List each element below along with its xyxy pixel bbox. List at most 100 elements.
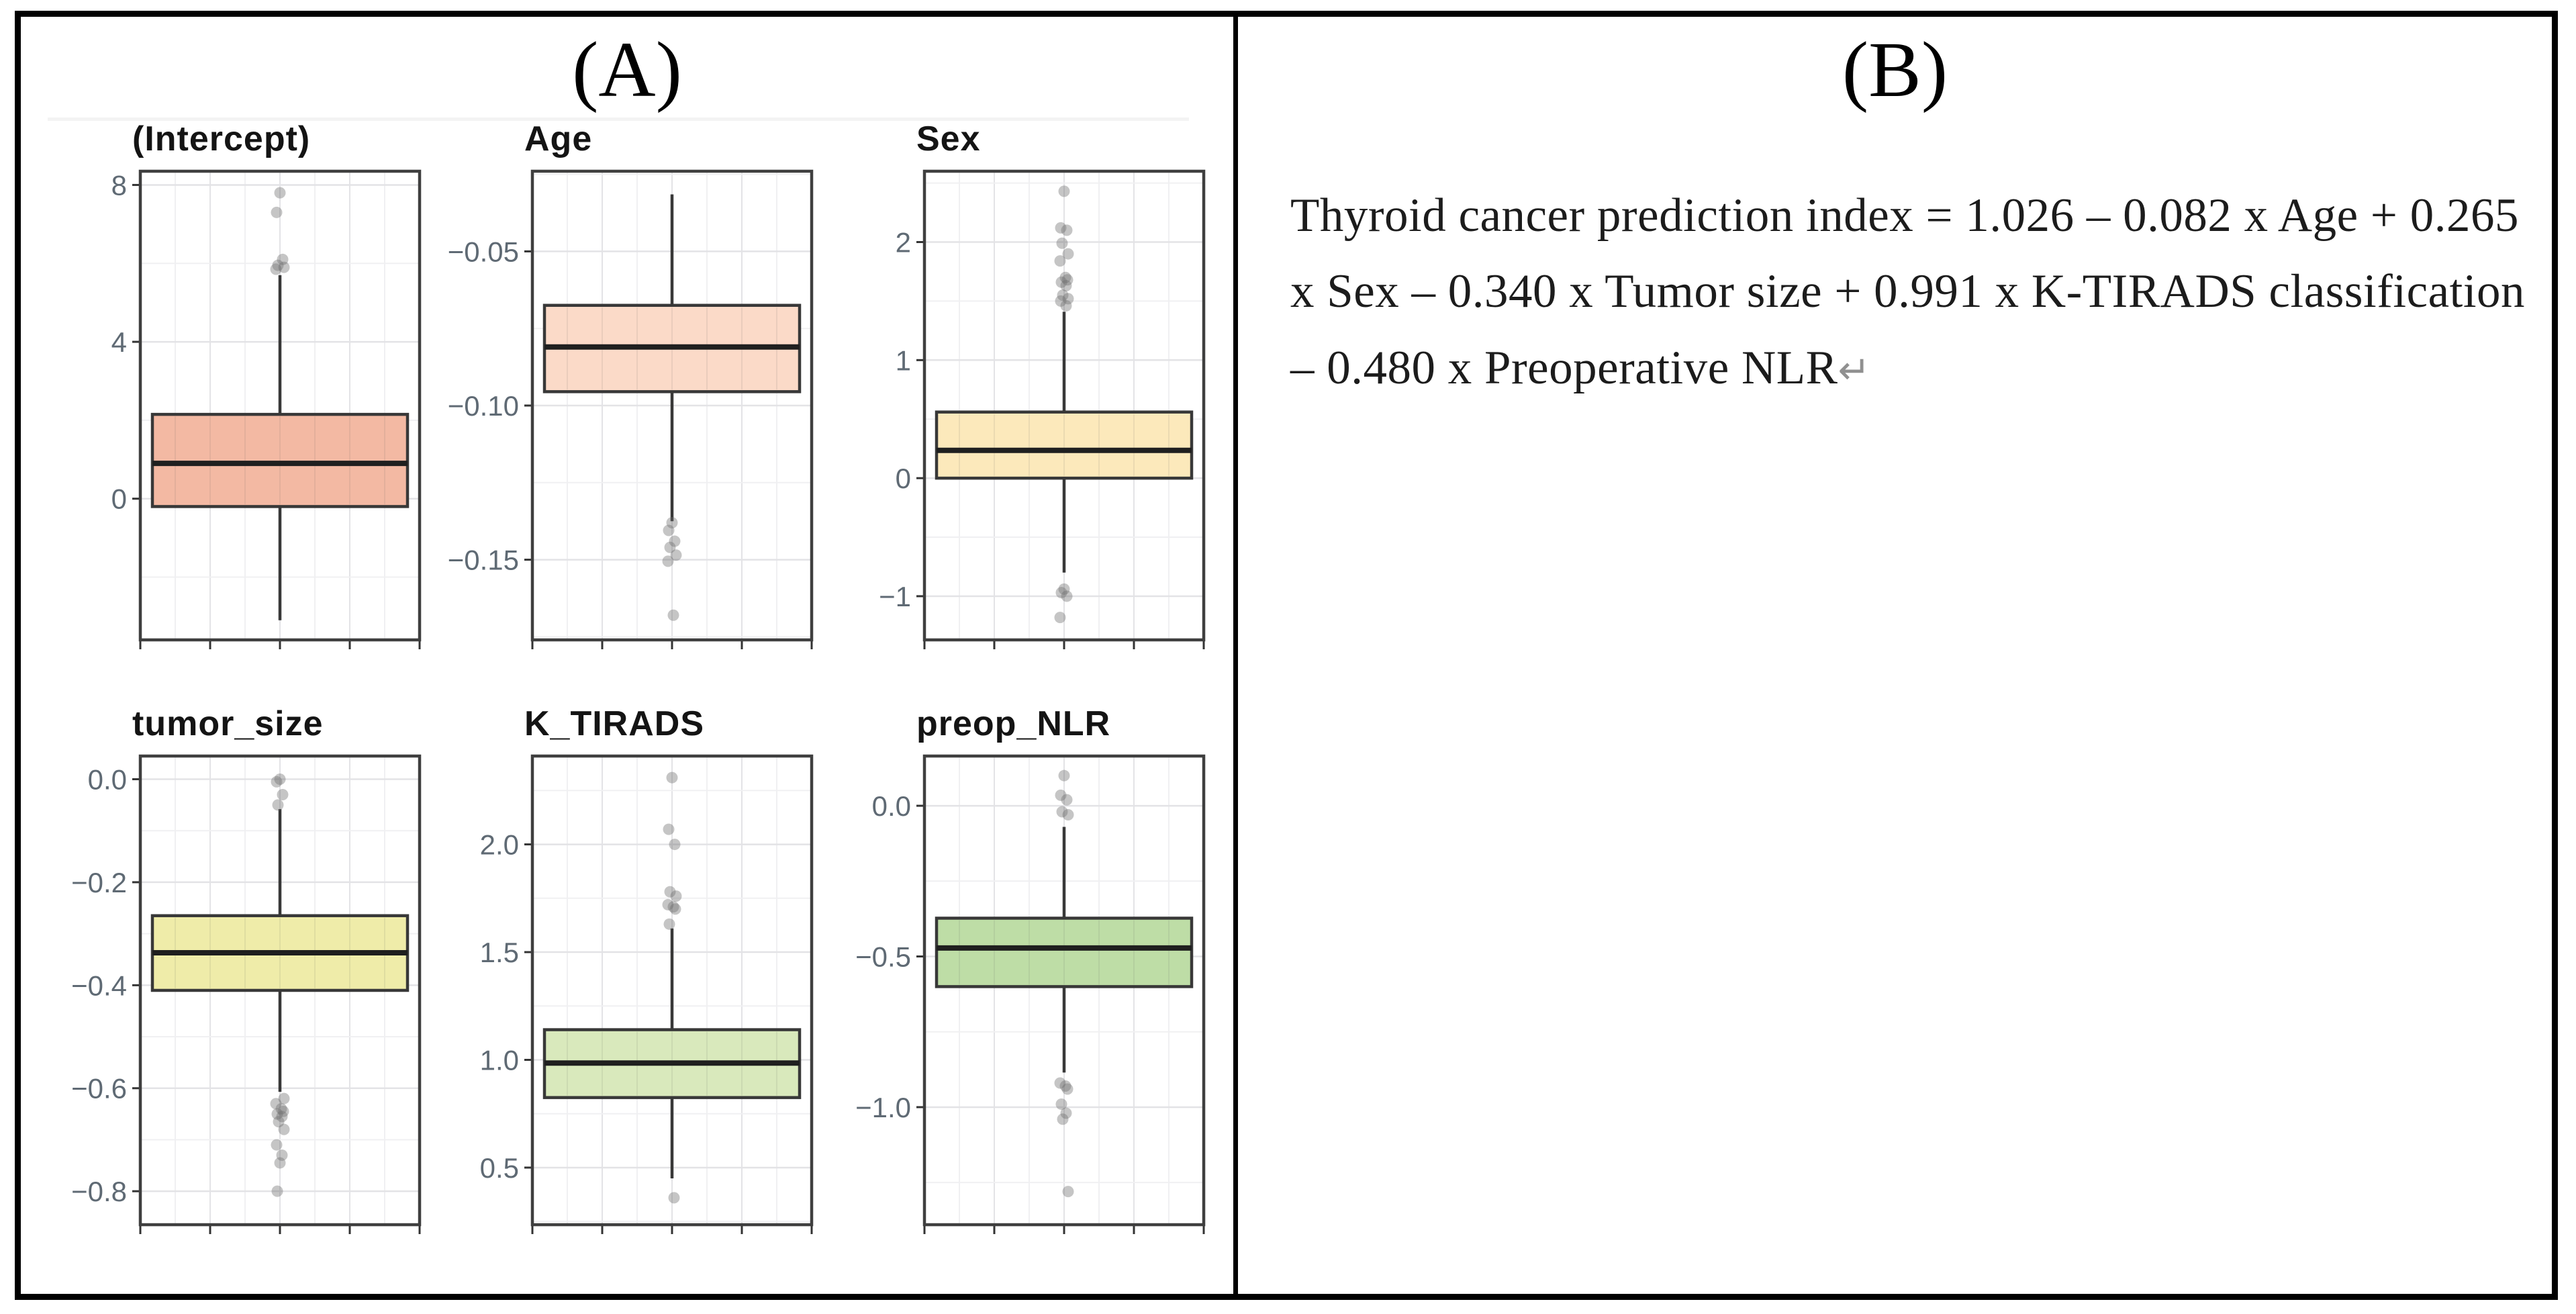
panel-b-label: (B): [1842, 26, 1948, 113]
panel-b: (B) Thyroid cancer prediction index = 1.…: [1238, 17, 2552, 1294]
y-tick-label: 8: [111, 169, 127, 201]
y-tick-label: 0: [111, 483, 127, 515]
outlier-point: [276, 1149, 288, 1161]
outlier-point: [270, 1098, 282, 1110]
boxplot-svg: −0.8−0.6−0.4−0.20.0: [71, 754, 422, 1234]
y-tick-label: −0.15: [448, 544, 519, 575]
outlier-point: [276, 1111, 288, 1123]
y-tick-label: −0.4: [71, 970, 127, 1001]
outlier-point: [1058, 185, 1070, 197]
panel-border: [138, 754, 422, 1227]
outlier-point: [1056, 237, 1068, 249]
outlier-point: [270, 263, 282, 275]
outlier-point: [277, 253, 289, 265]
outlier-point: [271, 1108, 283, 1120]
y-tick-label: −1: [879, 581, 911, 612]
subplot-title: Age: [524, 119, 593, 158]
boxplot-svg: 048: [111, 169, 422, 649]
outlier-point: [271, 1139, 283, 1151]
outlier-point: [277, 1105, 289, 1117]
y-tick-label: −0.5: [855, 941, 911, 972]
outlier-point: [1057, 289, 1069, 301]
outlier-point: [1060, 299, 1072, 312]
outlier-point: [271, 1185, 283, 1197]
outlier-point: [271, 776, 283, 788]
y-tick-label: 1.0: [480, 1044, 519, 1076]
outlier-point: [1060, 1107, 1072, 1119]
outlier-point: [670, 890, 682, 902]
panel-divider: [1233, 17, 1238, 1294]
outlier-point: [272, 259, 284, 271]
panel-border: [530, 754, 814, 1227]
iqr-box: [150, 412, 410, 508]
y-tick-label: −0.05: [448, 236, 519, 267]
outlier-point: [1061, 1083, 1074, 1095]
outlier-point: [669, 903, 681, 915]
outlier-point: [1056, 806, 1068, 818]
outlier-point: [664, 886, 676, 898]
outlier-point: [1055, 586, 1067, 598]
outlier-point: [1059, 271, 1071, 283]
outlier-point: [1055, 1098, 1067, 1110]
outlier-point: [1055, 276, 1067, 288]
outlier-point: [1057, 1113, 1069, 1125]
boxplot-svg: −0.15 −0.10 −0.05: [448, 169, 814, 649]
y-tick-label: −0.2: [71, 867, 127, 898]
outlier-point: [668, 1192, 680, 1204]
outlier-point: [271, 206, 283, 218]
outlier-point: [274, 187, 286, 199]
outlier-point: [273, 1115, 285, 1127]
outlier-point: [1062, 1185, 1074, 1197]
outlier-point: [1062, 293, 1074, 305]
y-tick-label: −0.10: [448, 390, 519, 422]
outlier-point: [666, 516, 678, 528]
boxplot-svg: 0.51.01.52.0: [480, 754, 814, 1234]
outlier-point: [667, 900, 679, 912]
outlier-point: [663, 823, 675, 835]
paragraph-return-icon: ↵: [1838, 346, 1871, 393]
outlier-point: [1058, 583, 1070, 595]
subplot-title: preop_NLR: [916, 704, 1111, 743]
y-tick-label: −1.0: [855, 1092, 911, 1123]
outlier-point: [1060, 279, 1072, 291]
outlier-point: [274, 773, 286, 785]
outlier-point: [274, 1157, 286, 1169]
subplot-title: (Intercept): [132, 119, 311, 158]
outlier-point: [1055, 789, 1067, 801]
panel-border: [138, 169, 422, 642]
formula-text: Thyroid cancer prediction index = 1.026 …: [1290, 178, 2536, 407]
y-tick-label: 0.5: [480, 1152, 519, 1184]
outlier-point: [667, 609, 679, 621]
outlier-point: [277, 788, 289, 800]
boxplot-svg: −1.0−0.50.0: [855, 754, 1206, 1234]
outlier-point: [669, 838, 681, 850]
y-tick-label: −0.6: [71, 1073, 127, 1105]
y-tick-label: 2.0: [480, 829, 519, 860]
outlier-point: [663, 524, 675, 536]
y-tick-label: 0.0: [88, 763, 127, 795]
iqr-box: [935, 410, 1194, 480]
formula-body: Thyroid cancer prediction index = 1.026 …: [1290, 189, 2526, 394]
plot-top-edge: [48, 117, 1189, 121]
outlier-point: [278, 1123, 290, 1135]
panel-border: [922, 754, 1206, 1227]
outlier-point: [1058, 769, 1070, 782]
y-tick-label: 1: [896, 344, 911, 376]
panel-border: [530, 169, 814, 642]
outlier-point: [1061, 590, 1073, 602]
subplot-title: Sex: [916, 119, 981, 158]
panel-border: [922, 169, 1206, 642]
panel-a-label: (A): [572, 26, 682, 113]
outlier-point: [666, 771, 678, 784]
outlier-point: [1061, 224, 1073, 236]
iqr-box: [935, 917, 1194, 988]
outlier-point: [1054, 1077, 1066, 1089]
